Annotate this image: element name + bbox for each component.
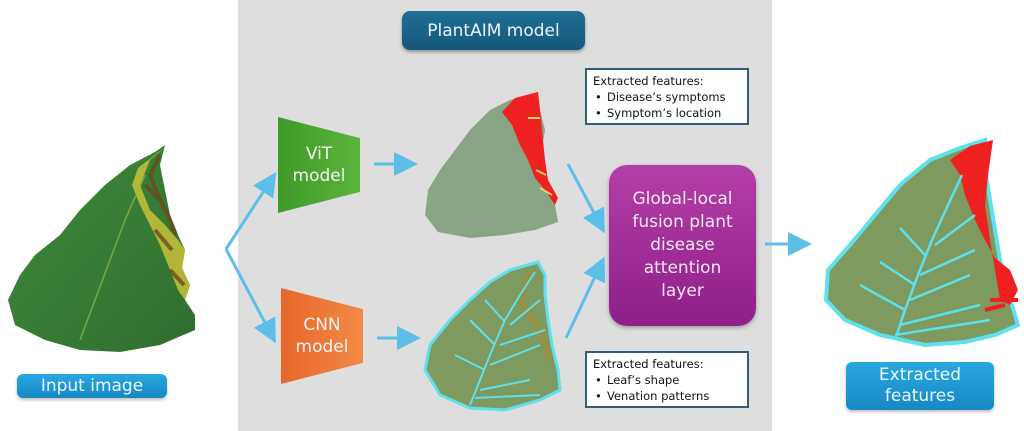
arrow-venation-to-fusion	[564, 256, 606, 339]
features-heading: Extracted features:	[593, 74, 704, 88]
arrow-to-vit	[224, 171, 277, 250]
input-leaf-image	[8, 145, 195, 352]
feature-item: Venation patterns	[595, 388, 741, 404]
feature-item: Symptom’s location	[595, 105, 741, 121]
cnn-model-sublabel: model	[295, 337, 349, 357]
symptom-map-leaf-image	[425, 92, 558, 238]
feature-item: Leaf’s shape	[595, 372, 741, 388]
fusion-label-line: disease	[650, 235, 715, 255]
arrow-to-cnn	[224, 248, 276, 344]
fusion-label-line: layer	[661, 281, 704, 301]
fusion-label-line: fusion plant	[632, 212, 733, 232]
plantaim-model-title: PlantAIM model	[402, 11, 585, 50]
input-image-label: Input image	[17, 374, 167, 398]
feature-item: Disease’s symptoms	[595, 89, 741, 105]
fusion-label-line: Global-local	[632, 189, 733, 209]
final-output-leaf-image	[823, 137, 1021, 348]
vit-model-sublabel: model	[292, 166, 346, 186]
vit-extracted-features-box: Extracted features: Disease’s symptoms S…	[585, 68, 749, 125]
fusion-label-line: attention	[643, 258, 722, 278]
arrow-symptom-to-fusion	[566, 163, 605, 234]
features-heading: Extracted features:	[593, 357, 704, 371]
output-label-line: Extracted	[878, 365, 962, 385]
output-label-line: features	[884, 386, 956, 406]
vit-model-label: ViT	[305, 144, 333, 164]
venation-map-leaf-image	[423, 260, 562, 412]
cnn-model-label: CNN	[303, 315, 341, 335]
cnn-extracted-features-box: Extracted features: Leaf’s shape Venatio…	[585, 351, 749, 408]
fusion-attention-layer-block: Global-local fusion plant disease attent…	[609, 165, 756, 326]
